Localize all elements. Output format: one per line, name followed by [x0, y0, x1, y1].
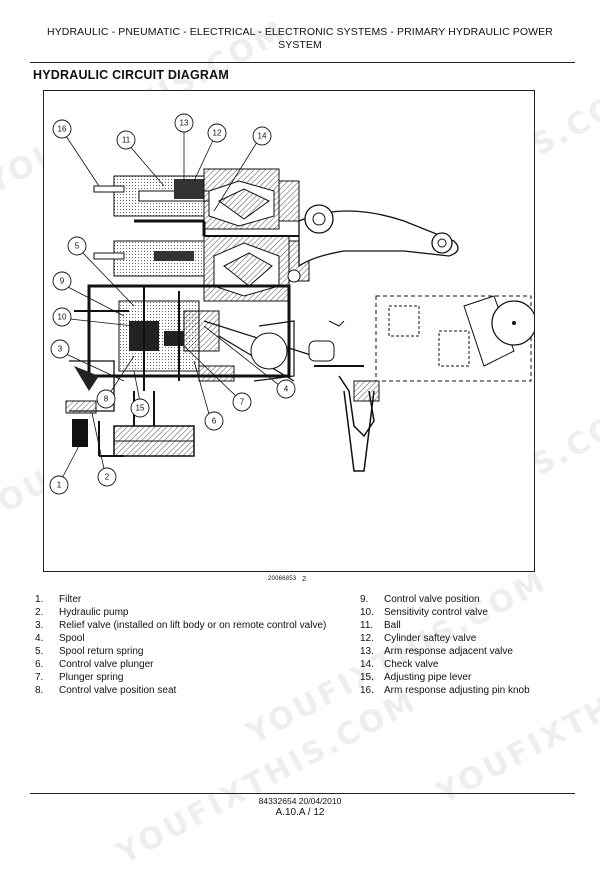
callout-10: 10 [52, 307, 72, 327]
watermark: YOUFIXTHIS.COM [111, 683, 424, 871]
right-linkage [308, 320, 380, 472]
legend-item: 13.Arm response adjacent valve [360, 646, 513, 657]
auxiliary-section [375, 295, 534, 382]
legend-item: 4.Spool [35, 633, 85, 644]
section-title: HYDRAULIC CIRCUIT DIAGRAM [33, 68, 229, 82]
svg-text:3: 3 [58, 345, 63, 354]
legend-item: 12.Cylinder saftey valve [360, 633, 477, 644]
callout-14: 14 [252, 126, 272, 146]
legend-item: 8.Control valve position seat [35, 685, 177, 696]
svg-text:10: 10 [58, 313, 67, 322]
hydraulic-circuit-diagram: 16 11 13 12 14 5 9 10 3 4 7 6 15 8 2 1 [43, 90, 535, 572]
upper-valve-block [93, 168, 300, 236]
footer-page-number: A.10.A / 12 [275, 807, 325, 818]
legend-item: 9.Control valve position [360, 594, 480, 605]
svg-text:11: 11 [122, 136, 131, 145]
diagram-drawing: 16 11 13 12 14 5 9 10 3 4 7 6 15 8 2 1 [49, 113, 534, 495]
legend-item: 15.Adjusting pipe lever [360, 672, 472, 683]
middle-valve-block [93, 235, 310, 302]
header-line-1: HYDRAULIC - PNEUMATIC - ELECTRICAL - ELE… [47, 26, 553, 38]
callout-3: 3 [50, 339, 70, 359]
svg-text:12: 12 [213, 129, 222, 138]
legend-item: 5.Spool return spring [35, 646, 144, 657]
svg-text:9: 9 [60, 277, 65, 286]
legend-item: 2.Hydraulic pump [35, 607, 129, 618]
page-header: HYDRAULIC - PNEUMATIC - ELECTRICAL - ELE… [20, 26, 580, 52]
footer-rule [30, 793, 575, 794]
header-rule [30, 62, 575, 63]
svg-text:13: 13 [180, 119, 189, 128]
svg-text:5: 5 [75, 242, 80, 251]
callout-5: 5 [67, 236, 87, 256]
svg-text:7: 7 [240, 398, 245, 407]
svg-text:1: 1 [57, 481, 62, 490]
svg-text:8: 8 [104, 395, 109, 404]
leader-lines [58, 130, 285, 485]
legend-left: 1.Filter 2.Hydraulic pump 3.Relief valve… [35, 593, 355, 697]
control-valve-block [74, 284, 315, 391]
callout-12: 12 [207, 123, 227, 143]
callout-16: 16 [52, 119, 72, 139]
callout-7: 7 [232, 392, 252, 412]
svg-text:15: 15 [136, 404, 145, 413]
header-line-2: SYSTEM [278, 39, 322, 51]
legend-item: 3.Relief valve (installed on lift body o… [35, 620, 327, 631]
callout-13: 13 [174, 113, 194, 133]
lift-arm [287, 204, 459, 283]
callout-4: 4 [276, 379, 296, 399]
legend-item: 1.Filter [35, 594, 82, 605]
callout-9: 9 [52, 271, 72, 291]
callout-1: 1 [49, 475, 69, 495]
legend-item: 14.Check valve [360, 659, 439, 670]
svg-text:14: 14 [258, 132, 267, 141]
legend-item: 10.Sensitivity control valve [360, 607, 488, 618]
figure-id: 20066853 [268, 576, 297, 582]
callout-2: 2 [97, 467, 117, 487]
svg-text:6: 6 [212, 417, 217, 426]
legend-item: 7.Plunger spring [35, 672, 124, 683]
callout-11: 11 [116, 130, 136, 150]
footer-document-id: 84332654 20/04/2010 [258, 796, 342, 806]
callout-15: 15 [130, 398, 150, 418]
svg-text:2: 2 [105, 473, 110, 482]
figure-number: 2 [302, 574, 307, 583]
svg-text:16: 16 [58, 125, 67, 134]
callout-8: 8 [96, 389, 116, 409]
callout-6: 6 [204, 411, 224, 431]
legend-item: 6.Control valve plunger [35, 659, 154, 670]
svg-text:4: 4 [284, 385, 289, 394]
legend-item: 16.Arm response adjusting pin knob [360, 685, 530, 696]
legend-right: 9.Control valve position 10.Sensitivity … [360, 593, 580, 697]
legend-item: 11.Ball [360, 620, 401, 631]
pump-filter-tank [65, 360, 195, 457]
